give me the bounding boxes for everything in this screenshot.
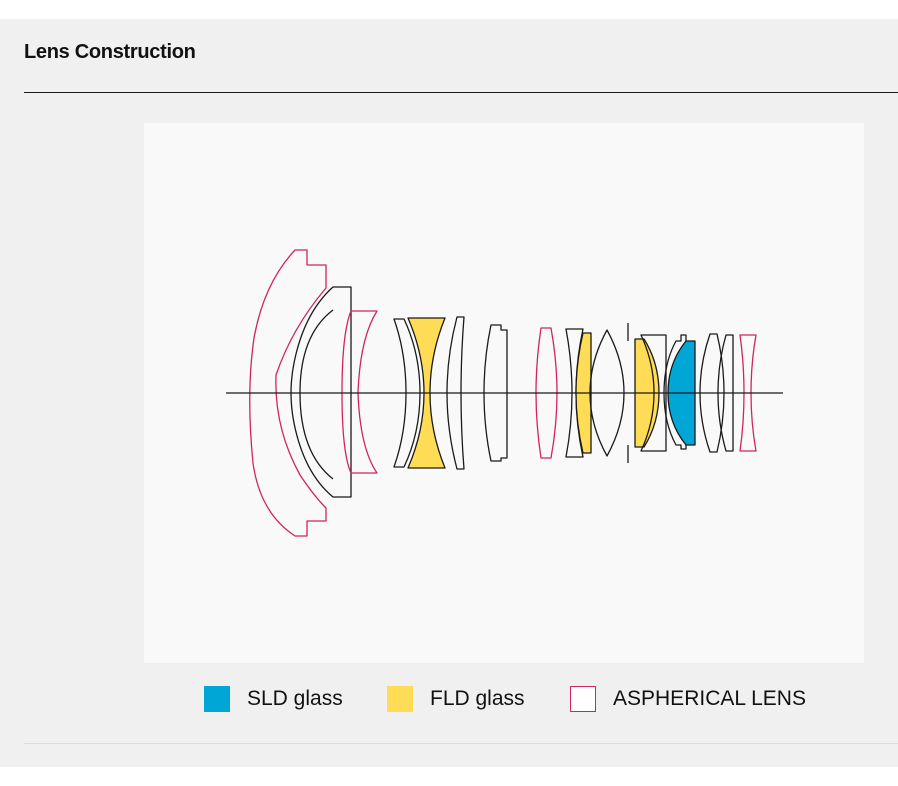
- lens-element-6: [446, 316, 465, 470]
- lens-construction-section: Lens Construction: [0, 19, 898, 767]
- bottom-divider: [24, 743, 898, 744]
- lens-diagram: [144, 123, 864, 663]
- lens-element-4: [393, 318, 421, 468]
- legend-item-sld: SLD glass: [204, 685, 343, 713]
- lens-element-7: [483, 324, 508, 462]
- legend-item-fld: FLD glass: [387, 685, 525, 713]
- section-title: Lens Construction: [24, 41, 196, 63]
- aspherical-lens-element-8: [535, 327, 558, 459]
- lens-element-14: [663, 334, 687, 450]
- aspherical-swatch: [570, 686, 596, 712]
- legend-label-fld: FLD glass: [430, 687, 525, 710]
- legend-label-sld: SLD glass: [247, 687, 343, 710]
- title-divider: [24, 92, 898, 93]
- aspherical-lens-element-3: [341, 310, 378, 474]
- lens-element-16: [699, 333, 725, 453]
- fld-swatch: [387, 686, 413, 712]
- lens-element-11: [589, 329, 625, 457]
- lens-element-13: [640, 334, 667, 452]
- legend-label-aspherical: ASPHERICAL LENS: [613, 687, 806, 710]
- aspherical-lens-element-1: [249, 249, 327, 537]
- sld-swatch: [204, 686, 230, 712]
- legend-item-aspherical: ASPHERICAL LENS: [570, 685, 806, 713]
- aspherical-lens-element-18: [739, 334, 757, 452]
- lens-element-17: [717, 334, 734, 452]
